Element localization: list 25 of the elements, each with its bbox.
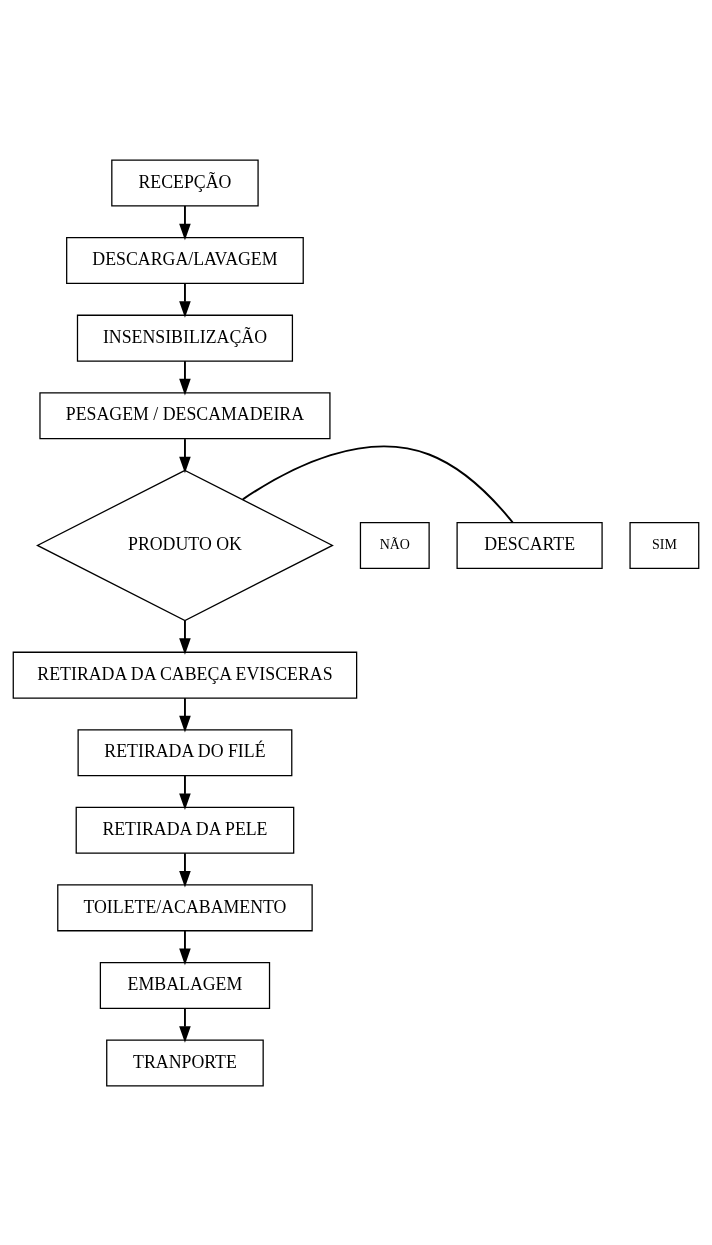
node-box: INSENSIBILIZAÇÃO [76,314,294,362]
node-box: RECEPÇÃO [111,158,259,206]
arrow [179,1006,191,1043]
node-box: DESCARTE [456,521,603,569]
node-box: SIM [629,521,700,569]
arrow [179,282,191,318]
node-box: RETIRADA DA CABEÇA EVISCERAS [12,651,358,699]
arrow [179,774,191,810]
node-box: RETIRADA DA PELE [75,806,295,854]
arrow [179,437,191,473]
node-box: EMBALAGEM [99,961,271,1009]
arrow [179,359,191,395]
node-diamond: PRODUTO OK [36,469,334,621]
node-box: TRANPORTE [106,1039,264,1087]
arrow [179,929,191,965]
arrow [179,696,191,732]
connector [241,445,514,523]
node-box: TOILETE/ACABAMENTO [57,883,313,931]
arrow [179,619,191,655]
arrow [179,851,191,888]
arrow [179,204,191,240]
node-box: RETIRADA DO FILÉ [77,728,293,776]
node-box: DESCARGA/LAVAGEM [66,236,304,284]
node-box: PESAGEM / DESCAMADEIRA [39,391,331,439]
node-box: NÃO [359,521,430,569]
